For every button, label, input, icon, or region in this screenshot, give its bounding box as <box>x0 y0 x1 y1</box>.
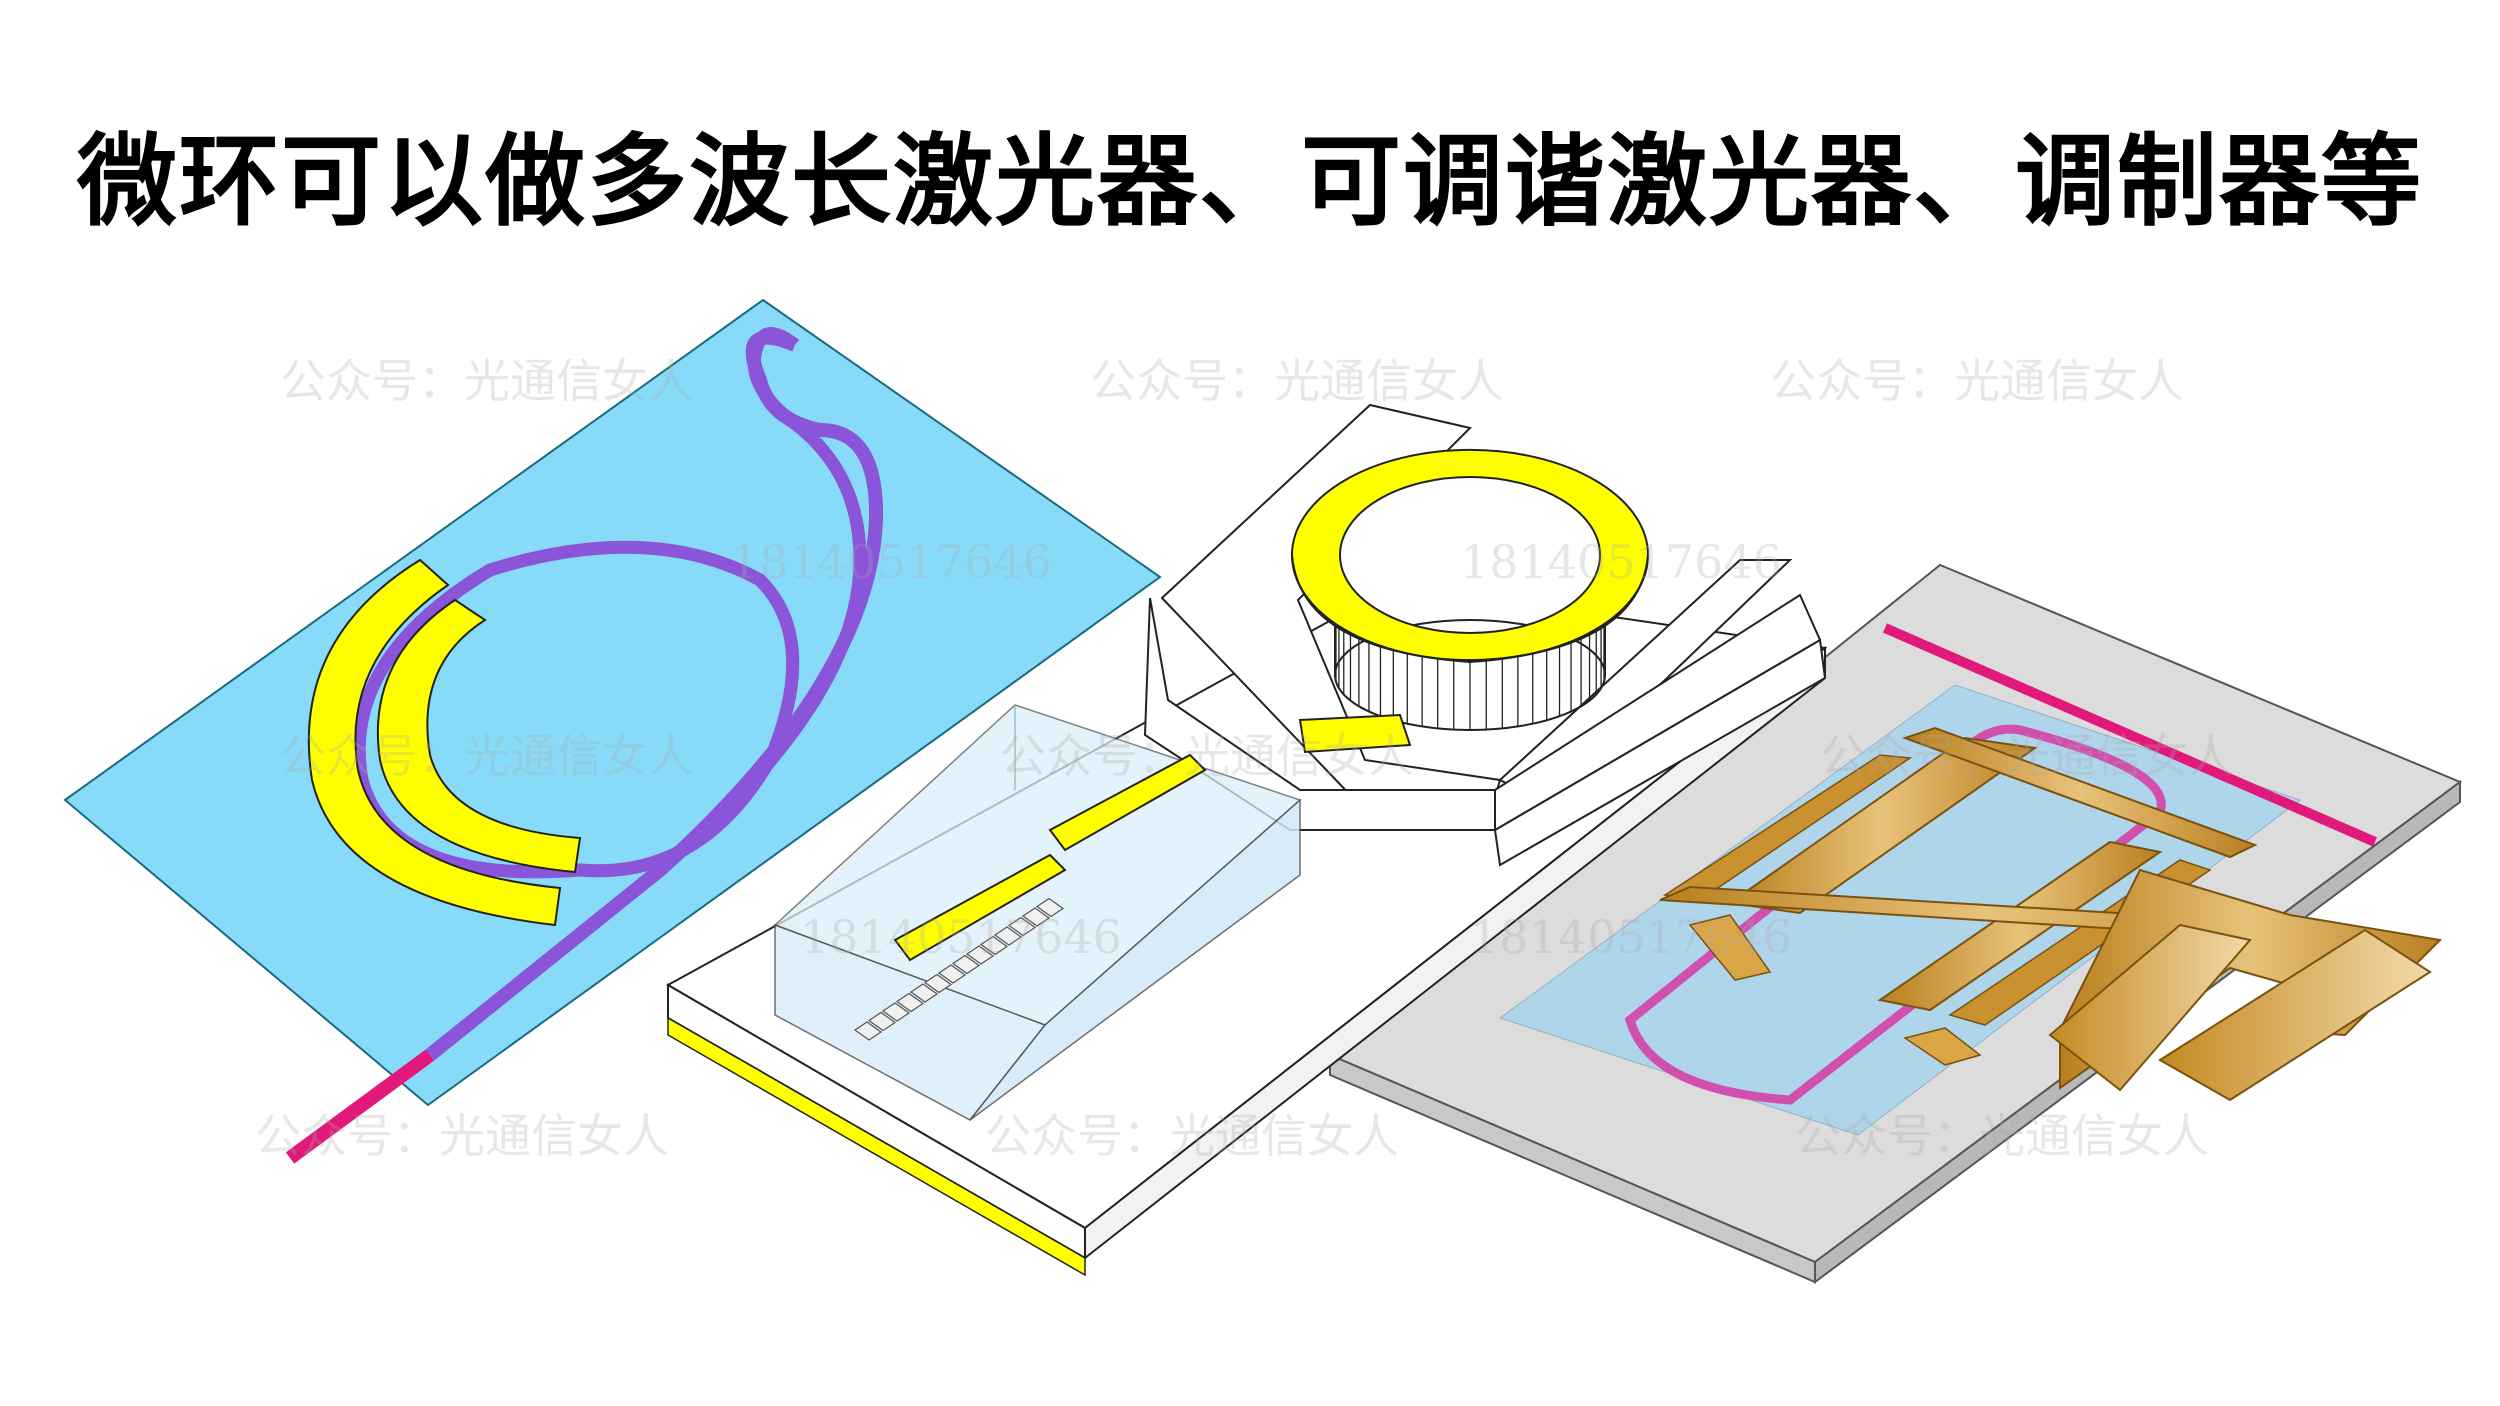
watermark-phone-2: 18140517646 <box>1460 535 1782 589</box>
ring-side-electrode <box>1298 713 1412 754</box>
watermark-phone-1: 18140517646 <box>730 535 1052 589</box>
watermark-account-6: 公众号：光通信女人 <box>1820 729 2234 783</box>
grating-block <box>773 704 1302 1121</box>
watermark-account-4: 公众号：光通信女人 <box>280 729 694 783</box>
watermark-account-1: 公众号：光通信女人 <box>280 354 694 408</box>
microring-resonator <box>1290 449 1650 731</box>
electrode-pad-right <box>2158 928 2432 1102</box>
modulator-device <box>1328 563 2463 1284</box>
electrode-bar-3 <box>1877 840 2163 1012</box>
watermark-phone-4: 18140517646 <box>1470 910 1792 964</box>
grating-electrode-1 <box>893 853 1067 962</box>
electrode-cross-bar-top <box>1901 726 2258 859</box>
glass-substrate <box>63 298 1162 1107</box>
s-bend-waveguide <box>655 327 867 875</box>
watermark-account-7: 公众号：光通信女人 <box>255 1109 669 1163</box>
watermark-account-3: 公众号：光通信女人 <box>1770 354 2184 408</box>
electrode-bar-1 <box>1727 736 2038 915</box>
watermark-account-2: 公众号：光通信女人 <box>1090 354 1504 408</box>
watermark-account-9: 公众号：光通信女人 <box>1795 1109 2209 1163</box>
ring-laser-platform <box>665 403 1828 1277</box>
grating-electrode-2 <box>1048 753 1207 852</box>
electrode-pad-large <box>2048 923 2252 1092</box>
modulator-bus-waveguide <box>1882 623 2378 847</box>
yellow-bottom-electrode <box>667 1016 1086 1277</box>
outer-heater-arc <box>307 558 562 927</box>
watermark-account-8: 公众号：光通信女人 <box>985 1109 1399 1163</box>
input-pink-waveguide <box>285 1049 435 1164</box>
inner-heater-arc <box>376 598 582 874</box>
watermark-phone-3: 18140517646 <box>800 910 1122 964</box>
page-title: 微环可以做多波长激光器、可调谐激光器、调制器等 <box>77 123 2423 240</box>
watermark-account-5: 公众号：光通信女人 <box>1000 729 1414 783</box>
tunable-ring-device <box>63 298 1162 1164</box>
